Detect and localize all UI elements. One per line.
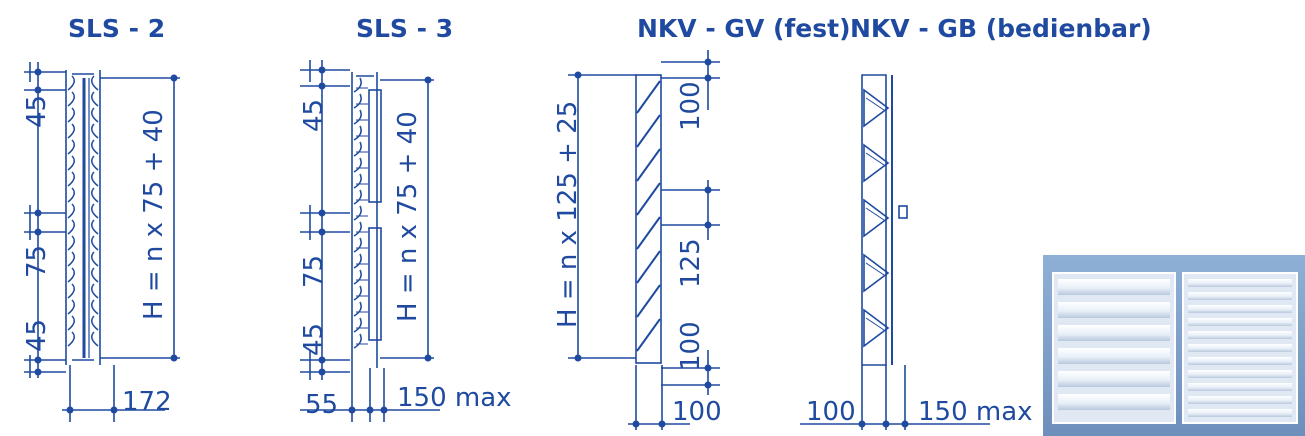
- sls3-dim-left: 55: [305, 390, 338, 420]
- nkv-gb-dim-max: 150 max: [918, 397, 1033, 427]
- title-nkv-gb: NKV - GB (bedienbar): [850, 14, 1152, 43]
- nkv-gb-dim-left: 100: [806, 397, 856, 427]
- nkv-gv-dim-top: 100: [676, 81, 706, 131]
- title-sls-2: SLS - 2: [68, 14, 166, 43]
- louvre-photo: [1043, 255, 1305, 436]
- title-nkv-gv: NKV - GV (fest): [637, 14, 851, 43]
- title-sls-3: SLS - 3: [356, 14, 454, 43]
- sls3-dim-top: 45: [299, 99, 329, 132]
- sls2-depth: 172: [122, 387, 172, 417]
- sls2-height-formula: H = n x 75 + 40: [139, 109, 169, 320]
- sls3-dim-mid: 75: [299, 255, 329, 288]
- sls2-dim-top: 45: [22, 95, 52, 128]
- sls2-dim-mid: 75: [22, 245, 52, 278]
- nkv-gv-depth: 100: [672, 397, 722, 427]
- nkv-gv-dim-bottom: 100: [676, 321, 706, 371]
- drawing-geometry: [24, 50, 990, 430]
- nkv-gv-dim-mid: 125: [676, 238, 706, 288]
- sls2-dim-bottom: 45: [22, 319, 52, 352]
- sls3-dim-max: 150 max: [397, 383, 512, 413]
- sls3-height-formula: H = n x 75 + 40: [393, 111, 423, 322]
- sls3-dim-bottom: 45: [299, 323, 329, 356]
- nkv-gv-height-formula: H = n x 125 + 25: [553, 101, 583, 328]
